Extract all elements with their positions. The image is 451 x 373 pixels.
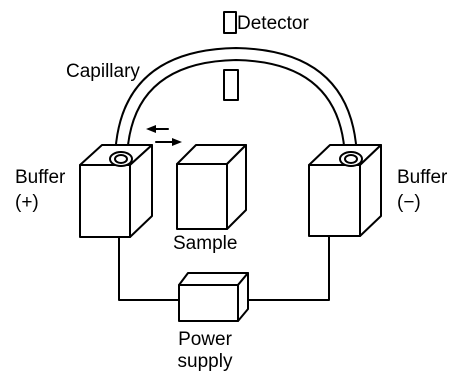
sample-shift-arrows [146,125,182,146]
buffer-left-label: Buffer [15,167,66,188]
buffer-left-sign: (+) [15,192,39,213]
sample-cube [176,144,247,230]
power-supply-label-line1: Power [178,329,232,350]
power-supply-box [178,272,249,322]
capillary-tube-outer [114,47,358,160]
buffer-right-label: Buffer [397,167,448,188]
capillary-tube-inner [126,59,346,160]
power-supply-label-line2: supply [177,351,233,372]
detector-label: Detector [237,13,309,34]
sample-label: Sample [173,233,238,254]
power-wires [118,235,330,301]
capillary-label: Capillary [66,61,140,82]
detector-icon [223,11,237,34]
buffer-right-sign: (−) [397,192,421,213]
detector-window [223,69,239,101]
